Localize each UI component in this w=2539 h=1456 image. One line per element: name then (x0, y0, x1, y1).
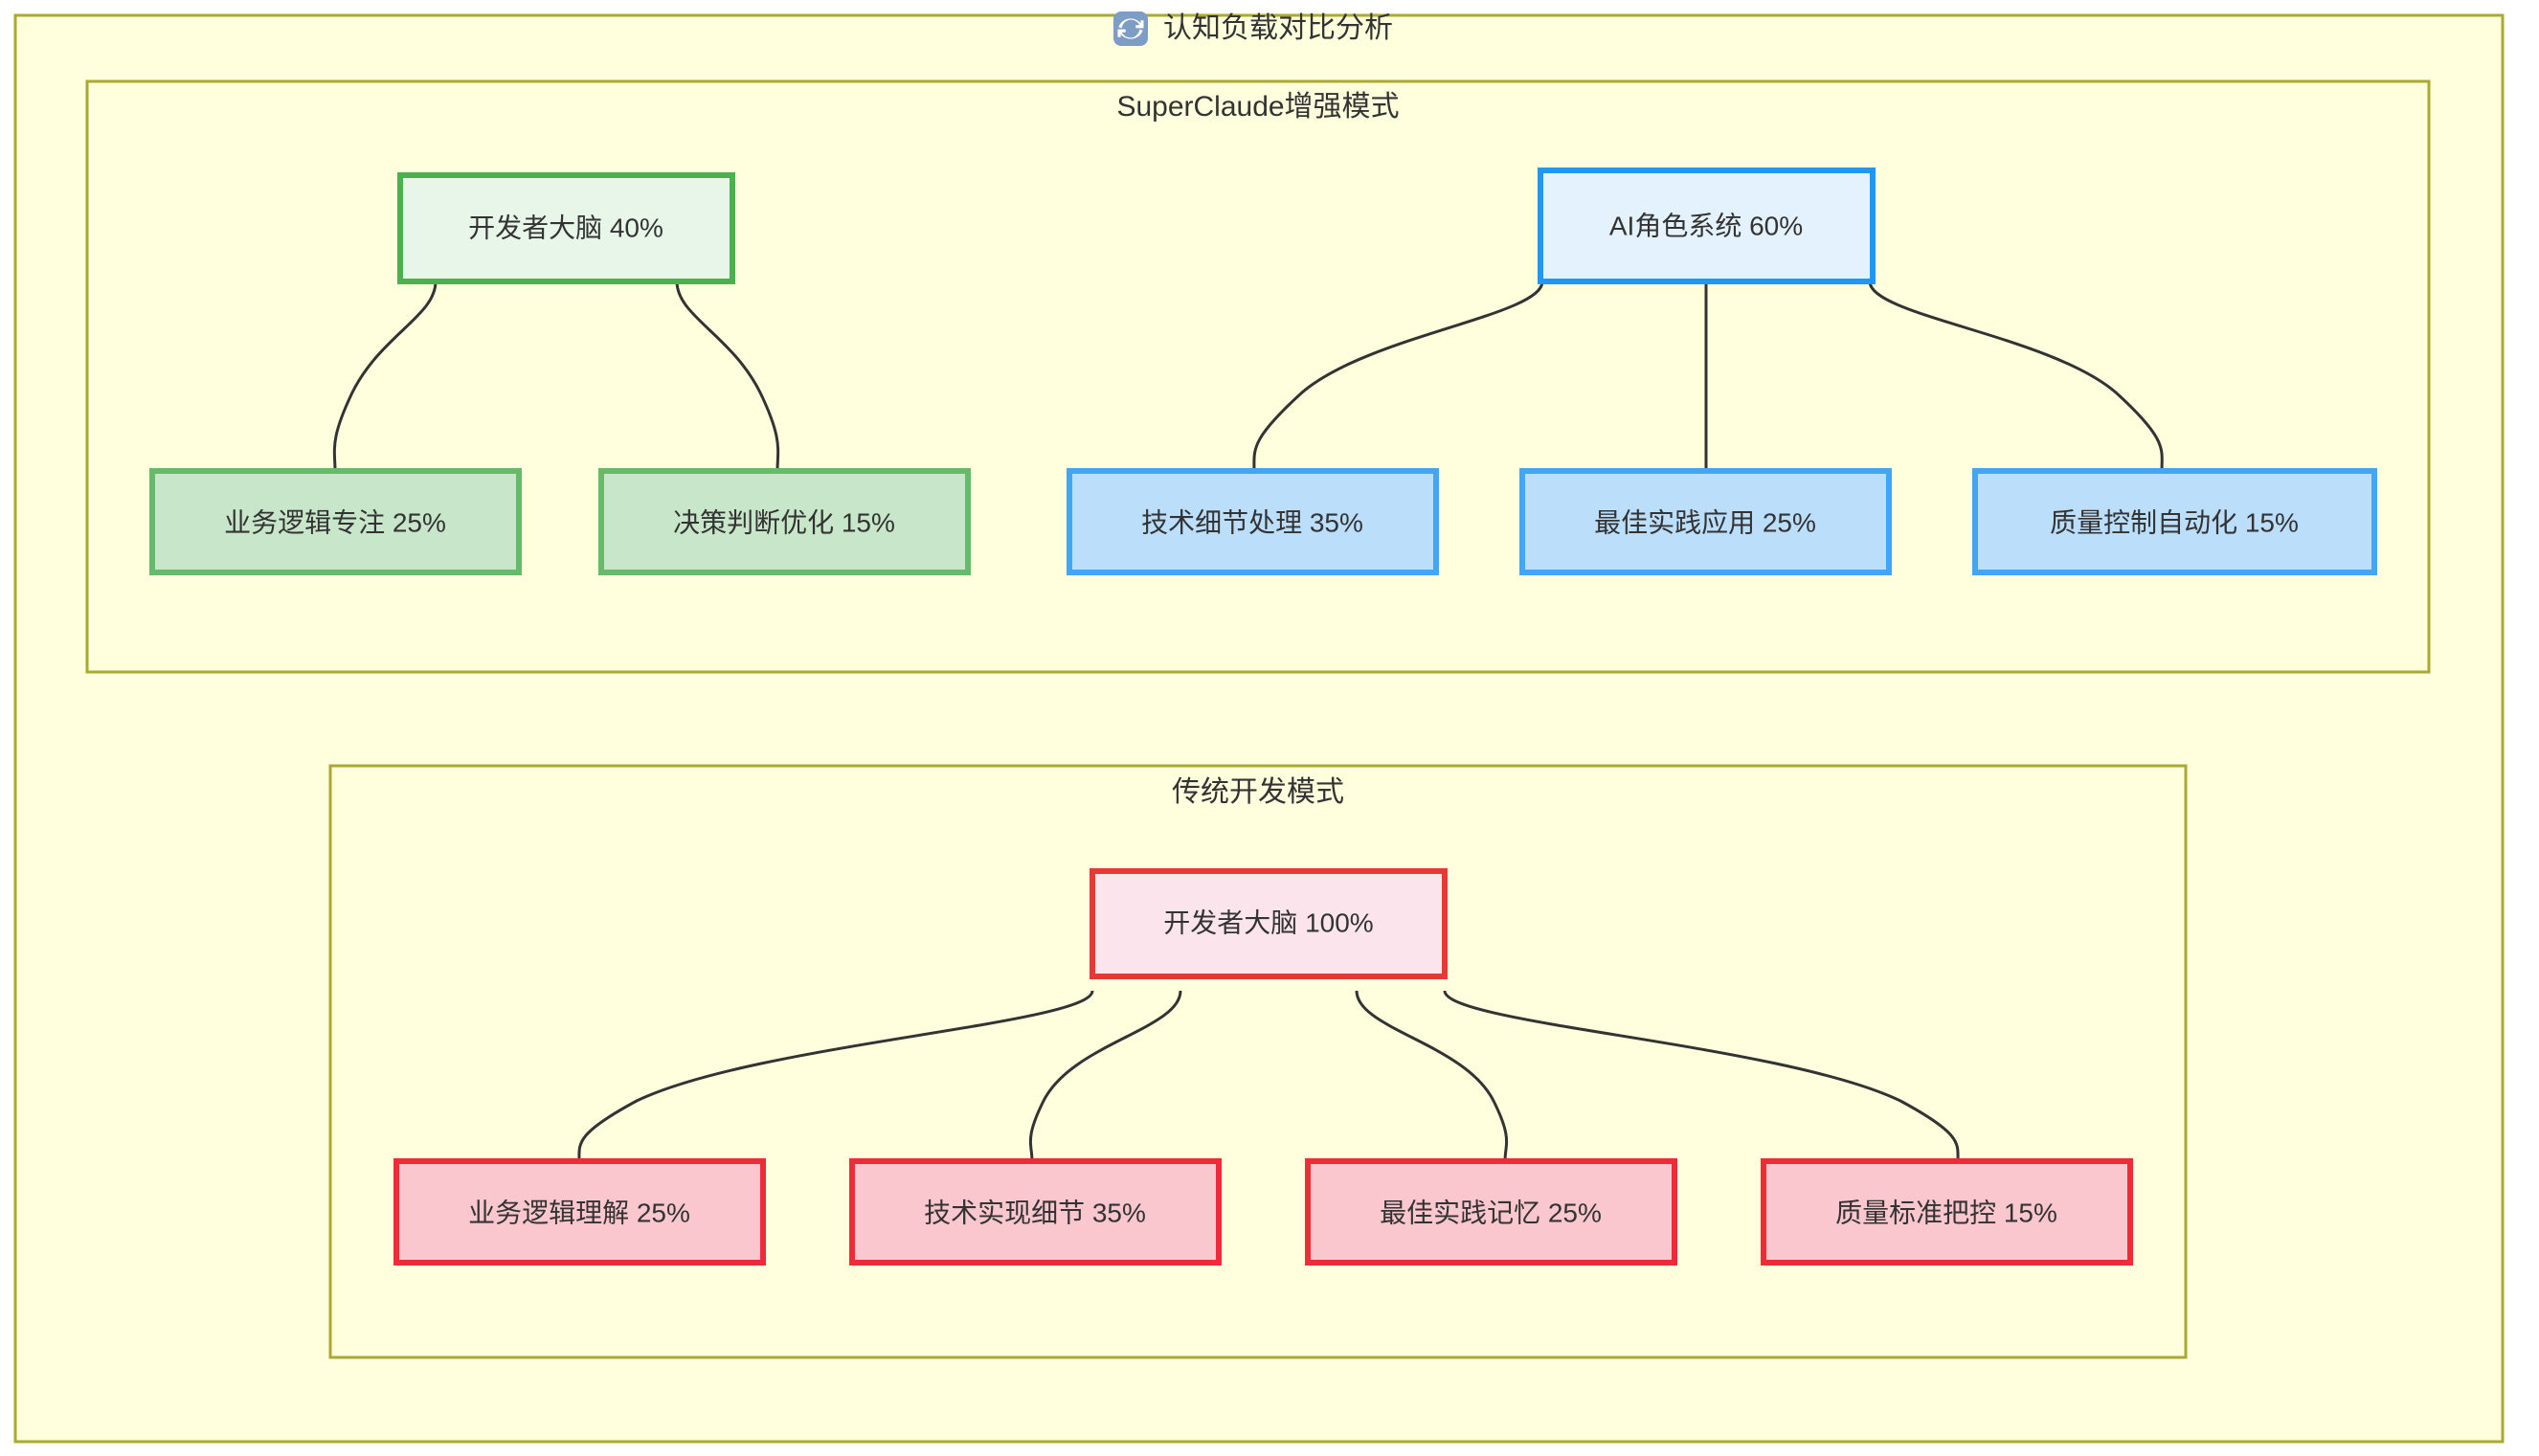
node-best-practice-mem-25-box[interactable] (1305, 1158, 1677, 1266)
node-tech-detail-35-label: 技术细节处理 35% (1141, 507, 1363, 537)
node-best-practice-mem-25-label: 最佳实践记忆 25% (1380, 1198, 1602, 1227)
edge-devbrain100-to-best-practice-mem (1355, 990, 1509, 1162)
node-decision-opt-15-label: 决策判断优化 15% (673, 507, 895, 537)
node-tech-impl-35-box[interactable] (849, 1158, 1222, 1266)
node-quality-auto-15-label: 质量控制自动化 15% (2050, 507, 2299, 537)
node-dev-brain-40-label: 开发者大脑 40% (468, 213, 663, 242)
node-business-focus-25-box[interactable] (149, 468, 522, 575)
node-dev-brain-100[interactable]: 开发者大脑 100% (1090, 868, 1448, 979)
node-quality-auto-15[interactable]: 质量控制自动化 15% (1972, 468, 2377, 575)
diagram-header: 认知负载对比分析 (1113, 11, 1393, 46)
refresh-sync-icon (1113, 11, 1148, 46)
node-quality-auto-15-box[interactable] (1972, 468, 2377, 575)
node-dev-brain-100-label: 开发者大脑 100% (1163, 907, 1373, 937)
edge-devbrain40-to-decision-opt (675, 280, 780, 472)
subgraph-superclaude-border (85, 79, 2431, 674)
node-best-practice-25-label: 最佳实践应用 25% (1594, 507, 1816, 537)
node-ai-role-60[interactable]: AI角色系统 60% (1538, 168, 1876, 284)
node-business-understand-25[interactable]: 业务逻辑理解 25% (393, 1158, 766, 1266)
node-tech-impl-35[interactable]: 技术实现细节 35% (849, 1158, 1222, 1266)
node-business-understand-25-label: 业务逻辑理解 25% (468, 1198, 690, 1227)
node-business-focus-25-label: 业务逻辑专注 25% (224, 507, 446, 537)
node-quality-std-15-label: 质量标准把控 15% (1835, 1198, 2057, 1227)
node-decision-opt-15[interactable]: 决策判断优化 15% (598, 468, 971, 575)
node-quality-std-15[interactable]: 质量标准把控 15% (1761, 1158, 2133, 1266)
node-business-focus-25[interactable]: 业务逻辑专注 25% (149, 468, 522, 575)
subgraph-superclaude-title: SuperClaude增强模式 (1116, 91, 1399, 123)
node-tech-detail-35-box[interactable] (1067, 468, 1439, 575)
edge-devbrain100-to-business-understand (577, 990, 1094, 1162)
edge-airole-to-quality-auto (1868, 280, 2164, 472)
node-ai-role-60-label: AI角色系统 60% (1609, 211, 1803, 240)
subgraph-traditional-title: 传统开发模式 (1172, 776, 1344, 808)
edge-devbrain40-to-business-focus (332, 280, 438, 472)
subgraph-superclaude-mode: SuperClaude增强模式 开发者大脑 40% AI角色系统 60% 业务 (85, 79, 2431, 674)
node-best-practice-25-box[interactable] (1519, 468, 1892, 575)
node-best-practice-25[interactable]: 最佳实践应用 25% (1519, 468, 1892, 575)
edge-airole-to-tech-detail (1252, 280, 1544, 472)
node-quality-std-15-box[interactable] (1761, 1158, 2133, 1266)
subgraph-traditional-mode: 传统开发模式 开发者大脑 100% 业务逻辑理解 25% 技术实现细节 35% (328, 764, 2188, 1359)
node-dev-brain-100-box[interactable] (1090, 868, 1448, 979)
node-decision-opt-15-box[interactable] (598, 468, 971, 575)
edge-devbrain100-to-quality-std (1443, 990, 1960, 1162)
page-title: 认知负载对比分析 (1163, 12, 1393, 44)
edge-devbrain100-to-tech-impl (1028, 990, 1182, 1162)
subgraph-traditional-border (328, 764, 2188, 1359)
node-ai-role-60-box[interactable] (1538, 168, 1876, 284)
node-tech-impl-35-label: 技术实现细节 35% (924, 1198, 1146, 1227)
node-dev-brain-40-box[interactable] (397, 172, 735, 284)
node-dev-brain-40[interactable]: 开发者大脑 40% (397, 172, 735, 284)
node-business-understand-25-box[interactable] (393, 1158, 766, 1266)
node-best-practice-mem-25[interactable]: 最佳实践记忆 25% (1305, 1158, 1677, 1266)
node-tech-detail-35[interactable]: 技术细节处理 35% (1067, 468, 1439, 575)
